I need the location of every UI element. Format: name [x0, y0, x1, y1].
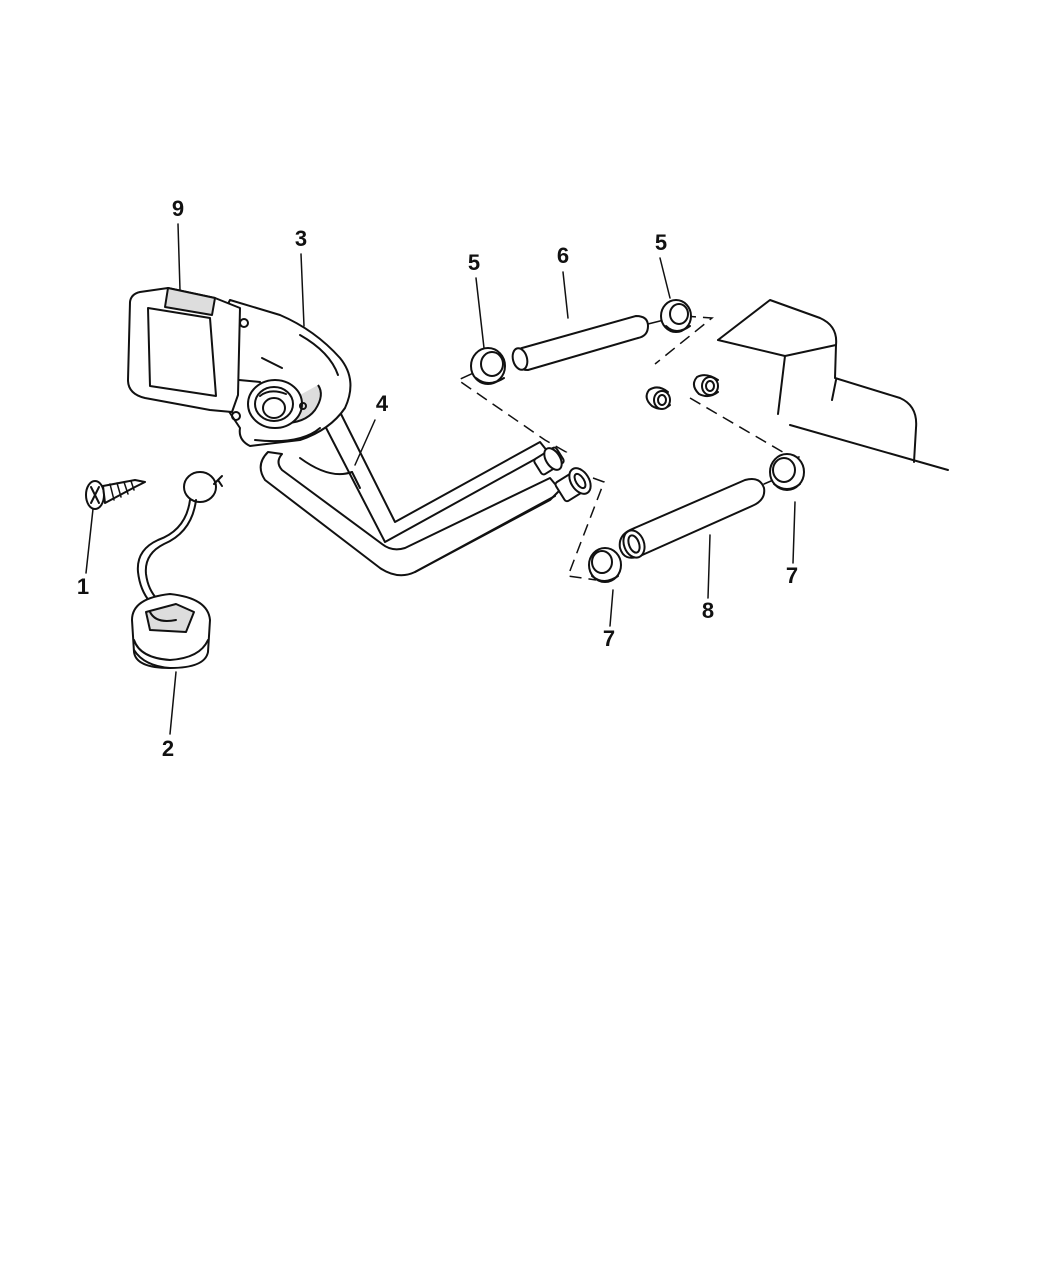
filler-bezel [127, 287, 307, 421]
clamp-5-left [470, 347, 506, 385]
clamp-5-right [660, 299, 692, 333]
callout-8: 8 [702, 598, 714, 623]
filler-neck [247, 379, 303, 429]
callout-3: 3 [295, 226, 307, 251]
callout-labels: 9 3 5 6 5 4 1 2 7 8 7 [77, 196, 798, 761]
callout-7-left: 7 [603, 626, 615, 651]
clamp-7-right [769, 453, 805, 491]
callout-6: 6 [557, 243, 569, 268]
hose-upper [511, 315, 665, 371]
tube-end-lower [554, 467, 592, 503]
callout-9: 9 [172, 196, 184, 221]
callout-7-right: 7 [786, 563, 798, 588]
leader-lines [85, 223, 796, 735]
tube-end-upper [533, 446, 565, 476]
tank-nipple-lower [693, 374, 719, 398]
hose-lower [618, 477, 779, 559]
callout-5-right: 5 [655, 230, 667, 255]
tank-nipple-upper [645, 386, 671, 410]
fuel-tank [717, 299, 949, 471]
callout-1: 1 [77, 574, 89, 599]
fuel-cap [131, 471, 223, 669]
screw [85, 479, 146, 510]
clamp-7-left [588, 547, 622, 583]
callout-4: 4 [376, 391, 389, 416]
callout-5-left: 5 [468, 250, 480, 275]
callout-2: 2 [162, 736, 174, 761]
